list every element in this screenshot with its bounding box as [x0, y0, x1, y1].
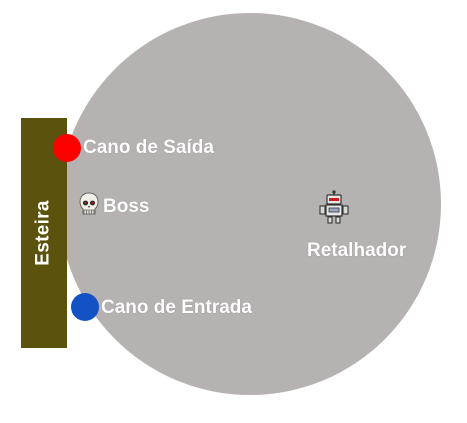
boss-label: Boss [103, 196, 150, 217]
shredder-label: Retalhador [307, 240, 407, 261]
skull-icon [79, 192, 99, 215]
arena-circle [59, 13, 441, 395]
robot-icon [319, 190, 349, 224]
entry-pipe-marker [71, 293, 99, 321]
exit-pipe-marker [53, 134, 81, 162]
exit-pipe-label: Cano de Saída [83, 137, 214, 158]
entry-pipe-label: Cano de Entrada [101, 297, 252, 318]
conveyor-belt-label: Esteira [33, 200, 55, 266]
